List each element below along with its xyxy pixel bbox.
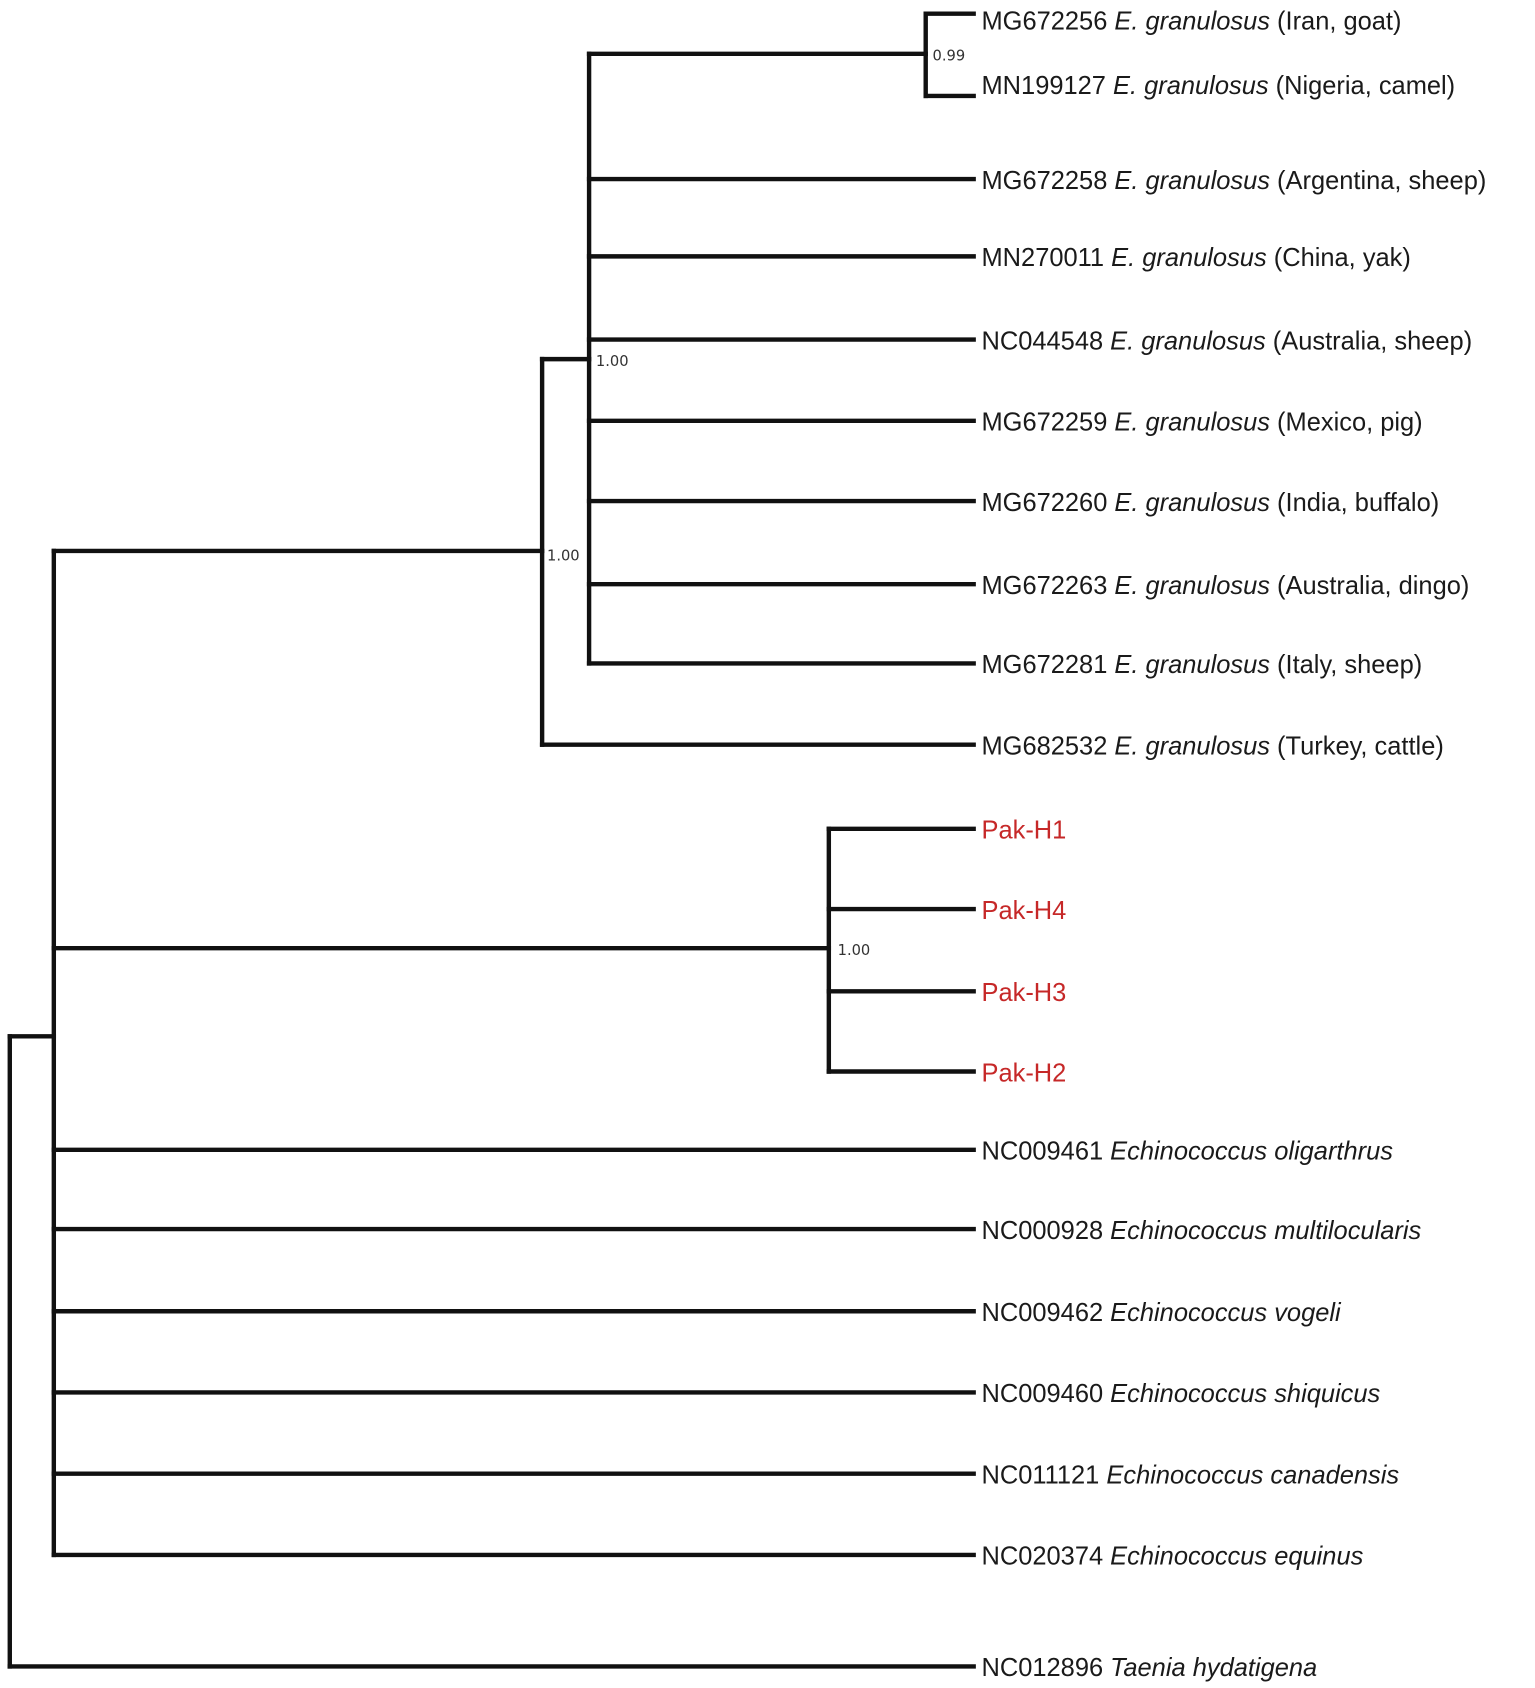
origin: (Mexico, pig) (1277, 409, 1423, 437)
tip-label-oligarthrus: NC009461 Echinococcus oligarthrus (981, 1138, 1393, 1166)
origin: (Australia, dingo) (1277, 572, 1469, 600)
species-name: E. granulosus (1114, 732, 1270, 760)
origin: (India, buffalo) (1277, 489, 1439, 517)
tip-labels: MG672256 E. granulosus (Iran, goat) MN19… (981, 7, 1486, 1682)
tip-label-multilocularis: NC000928 Echinococcus multilocularis (981, 1217, 1421, 1245)
accession: MN199127 (981, 72, 1105, 100)
accession: Pak-H2 (981, 1059, 1066, 1087)
tip-label-turkey-cattle: MG682532 E. granulosus (Turkey, cattle) (981, 732, 1443, 760)
accession: MG672258 (981, 167, 1107, 195)
tip-label-argentina-sheep: MG672258 E. granulosus (Argentina, sheep… (981, 167, 1486, 195)
species-name: E. granulosus (1114, 409, 1270, 437)
species-name: E. granulosus (1114, 7, 1270, 35)
accession: NC009461 (981, 1138, 1103, 1166)
species-name: Echinococcus canadensis (1106, 1461, 1399, 1489)
species-name: Echinococcus equinus (1110, 1543, 1363, 1571)
origin: (Nigeria, camel) (1276, 72, 1456, 100)
accession: Pak-H1 (981, 817, 1066, 845)
tip-label-mexico-pig: MG672259 E. granulosus (Mexico, pig) (981, 409, 1422, 437)
origin: (China, yak) (1274, 244, 1411, 272)
species-name: E. granulosus (1111, 244, 1267, 272)
accession: MN270011 (981, 244, 1104, 272)
species-name: Echinococcus multilocularis (1110, 1217, 1421, 1245)
origin: (Italy, sheep) (1277, 651, 1422, 679)
tip-label-iran-goat: MG672256 E. granulosus (Iran, goat) (981, 7, 1401, 35)
tip-label-pak-h1: Pak-H1 (981, 817, 1066, 845)
support-granulosus-core: 1.00 (596, 353, 629, 370)
origin: (Argentina, sheep) (1277, 167, 1486, 195)
accession: NC009460 (981, 1380, 1103, 1408)
accession: MG672259 (981, 409, 1107, 437)
accession: Pak-H3 (981, 979, 1066, 1007)
tip-label-shiquicus: NC009460 Echinococcus shiquicus (981, 1380, 1380, 1408)
tip-label-pak-h4: Pak-H4 (981, 897, 1066, 925)
support-granulosus-all: 1.00 (547, 548, 580, 565)
tip-label-china-yak: MN270011 E. granulosus (China, yak) (981, 244, 1410, 272)
accession: NC000928 (981, 1217, 1103, 1245)
species-name: Echinococcus shiquicus (1110, 1380, 1380, 1408)
accession: NC044548 (981, 327, 1103, 355)
origin: (Turkey, cattle) (1277, 732, 1444, 760)
accession: NC011121 (981, 1461, 1099, 1489)
tip-label-nigeria-camel: MN199127 E. granulosus (Nigeria, camel) (981, 72, 1455, 100)
support-values: 0.99 1.00 1.00 1.00 (547, 48, 965, 959)
tip-label-pak-h2: Pak-H2 (981, 1059, 1066, 1087)
species-name: E. granulosus (1114, 651, 1270, 679)
support-iran-nigeria: 0.99 (933, 48, 966, 65)
accession: MG672256 (981, 7, 1107, 35)
accession: NC020374 (981, 1543, 1103, 1571)
accession: Pak-H4 (981, 897, 1066, 925)
tip-label-italy-sheep: MG672281 E. granulosus (Italy, sheep) (981, 651, 1422, 679)
species-name: E. granulosus (1114, 167, 1270, 195)
origin: (Iran, goat) (1277, 7, 1401, 35)
accession: MG672263 (981, 572, 1107, 600)
tip-label-pak-h3: Pak-H3 (981, 979, 1066, 1007)
accession: MG672281 (981, 651, 1107, 679)
species-name: E. granulosus (1114, 489, 1270, 517)
tip-label-australia-sheep: NC044548 E. granulosus (Australia, sheep… (981, 327, 1472, 355)
accession: MG682532 (981, 732, 1107, 760)
species-name: Echinococcus oligarthrus (1110, 1138, 1393, 1166)
species-name: E. granulosus (1113, 72, 1269, 100)
species-name: E. granulosus (1114, 572, 1270, 600)
tip-label-taenia: NC012896 Taenia hydatigena (981, 1654, 1317, 1682)
tip-label-india-buffalo: MG672260 E. granulosus (India, buffalo) (981, 489, 1439, 517)
accession: MG672260 (981, 489, 1107, 517)
tree-branches (7, 11, 976, 1669)
species-name: Taenia hydatigena (1110, 1654, 1317, 1682)
tip-label-australia-dingo: MG672263 E. granulosus (Australia, dingo… (981, 572, 1469, 600)
tip-label-equinus: NC020374 Echinococcus equinus (981, 1543, 1363, 1571)
species-name: Echinococcus vogeli (1110, 1299, 1342, 1327)
origin: (Australia, sheep) (1273, 327, 1472, 355)
tip-label-vogeli: NC009462 Echinococcus vogeli (981, 1299, 1342, 1327)
tip-label-canadensis: NC011121 Echinococcus canadensis (981, 1461, 1399, 1489)
accession: NC012896 (981, 1654, 1103, 1682)
accession: NC009462 (981, 1299, 1103, 1327)
species-name: E. granulosus (1110, 327, 1266, 355)
support-pak: 1.00 (838, 942, 871, 959)
